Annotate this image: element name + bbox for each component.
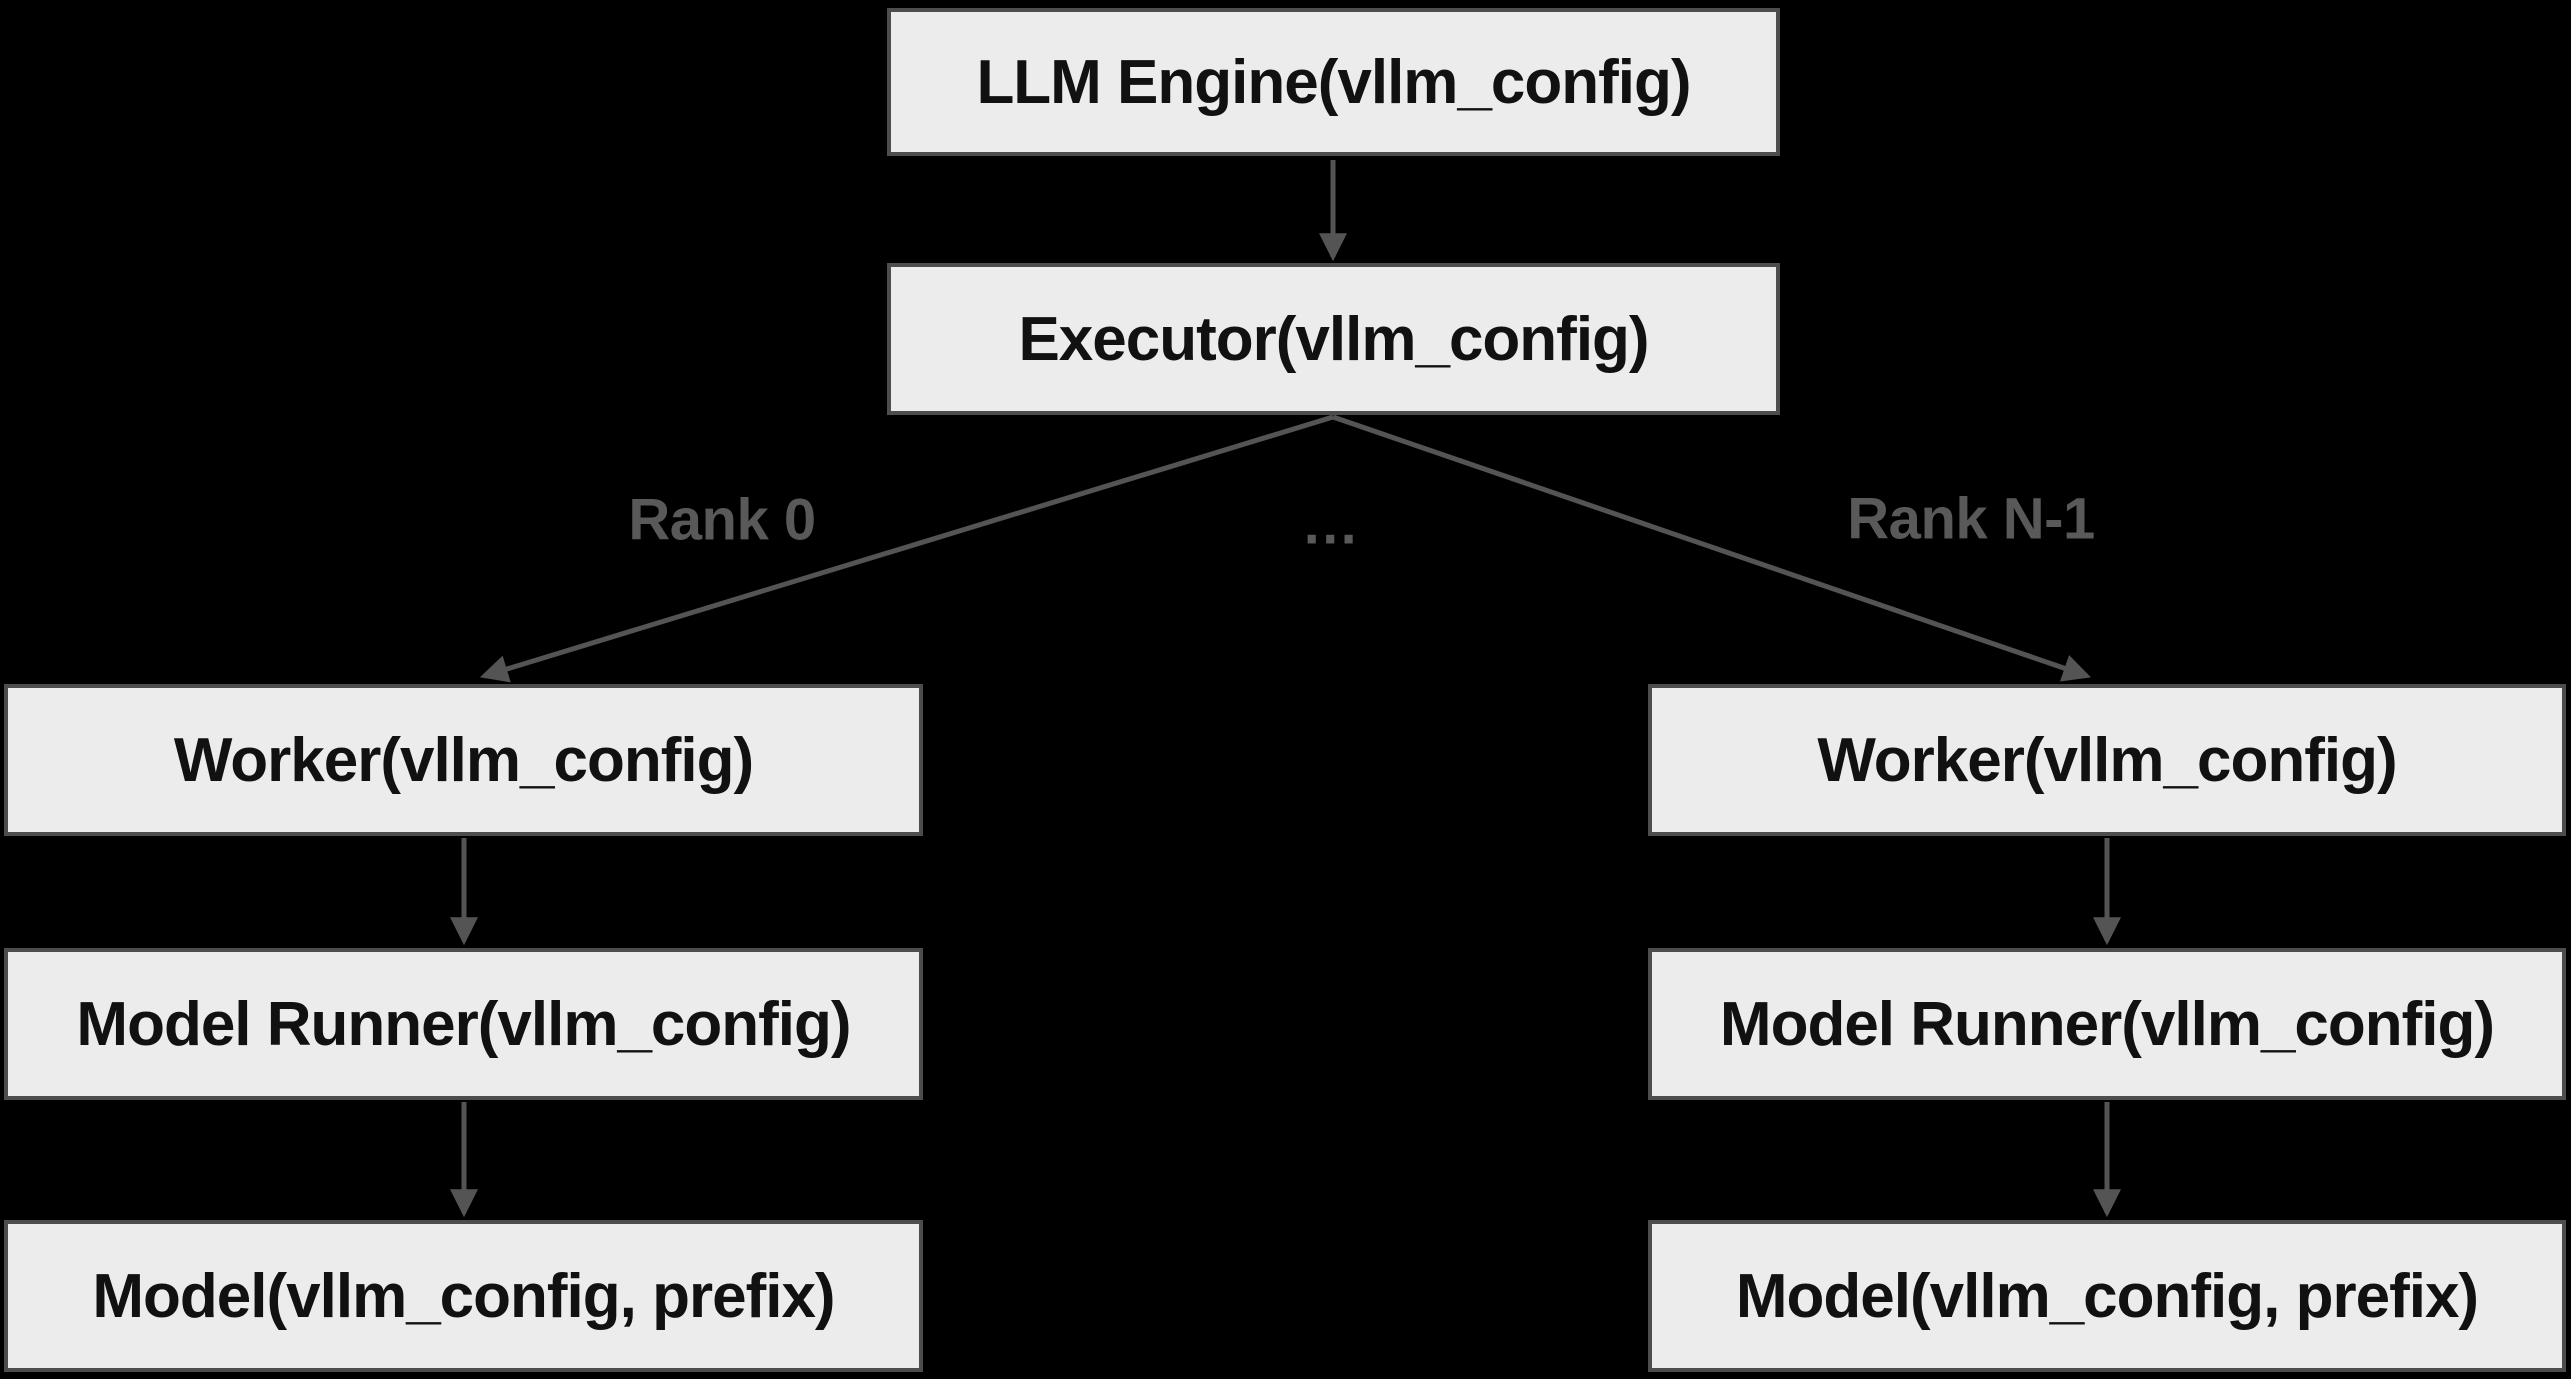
node-label: Model(vllm_config, prefix) bbox=[92, 1261, 835, 1331]
edge-executor-to-worker-rank-n bbox=[1332, 414, 2091, 682]
edge-group bbox=[450, 160, 2121, 1218]
node-label: Worker(vllm_config) bbox=[173, 725, 754, 795]
node-worker-rank-0: Worker(vllm_config) bbox=[4, 684, 923, 836]
node-model-runner-rank-0: Model Runner(vllm_config) bbox=[4, 948, 923, 1100]
node-label: Executor(vllm_config) bbox=[1018, 304, 1649, 374]
node-llm-engine: LLM Engine(vllm_config) bbox=[887, 8, 1780, 156]
node-label: Model Runner(vllm_config) bbox=[76, 989, 851, 1059]
edge-label-rank-n-1: Rank N-1 bbox=[1847, 486, 2095, 552]
node-model-rank-n: Model(vllm_config, prefix) bbox=[1648, 1220, 2566, 1372]
node-label: Model(vllm_config, prefix) bbox=[1735, 1261, 2479, 1331]
edge-label-ellipsis: … bbox=[1301, 491, 1359, 557]
node-label: Model Runner(vllm_config) bbox=[1719, 989, 2495, 1059]
edge-label-rank-0: Rank 0 bbox=[628, 487, 816, 553]
node-model-runner-rank-n: Model Runner(vllm_config) bbox=[1648, 948, 2566, 1100]
node-model-rank-0: Model(vllm_config, prefix) bbox=[4, 1220, 923, 1372]
node-label: LLM Engine(vllm_config) bbox=[976, 47, 1691, 117]
node-label: Worker(vllm_config) bbox=[1817, 725, 2397, 795]
node-worker-rank-n: Worker(vllm_config) bbox=[1648, 684, 2566, 836]
node-executor: Executor(vllm_config) bbox=[887, 263, 1780, 415]
edge-executor-to-worker-rank-0 bbox=[479, 414, 1334, 683]
